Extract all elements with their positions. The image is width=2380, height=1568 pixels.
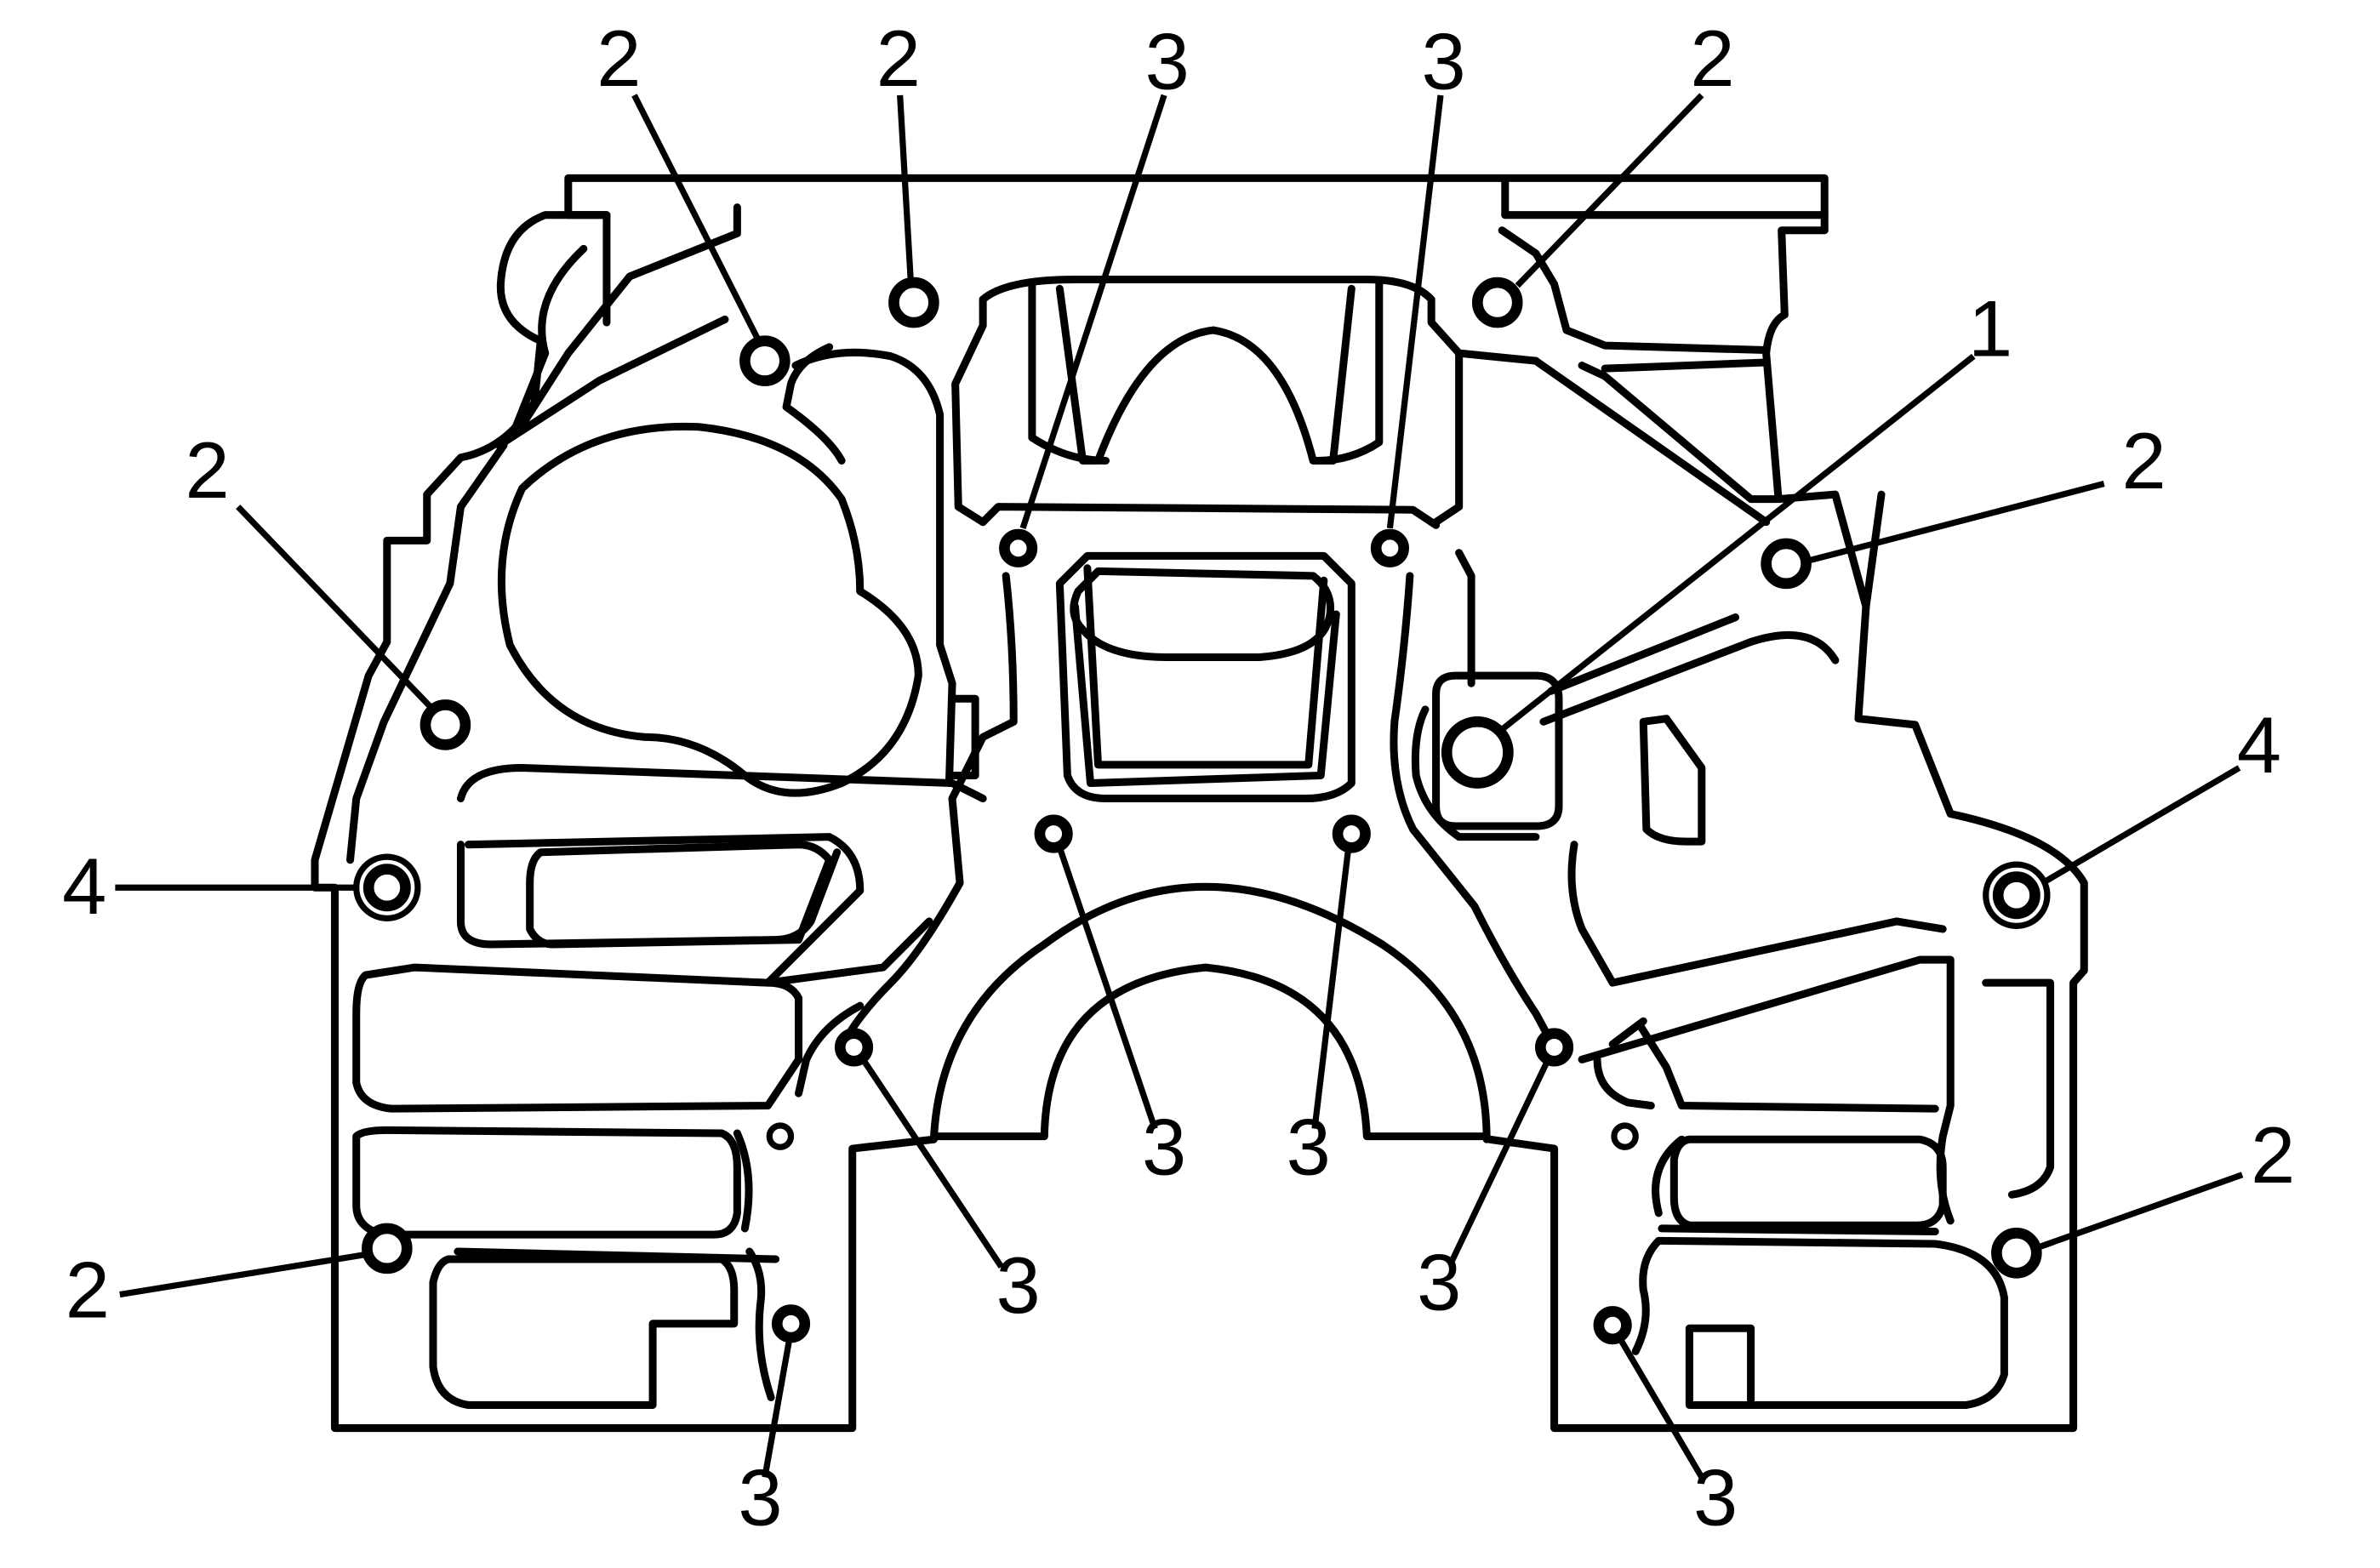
- leader-line: [1056, 847, 1158, 1130]
- dowel-hole-ring: [1983, 861, 2051, 929]
- bolt-hole: [739, 335, 790, 386]
- callout-2: 2: [185, 425, 230, 515]
- leader-line: [1019, 94, 1167, 530]
- leader-line: [2040, 765, 2241, 886]
- leader-line: [1448, 1058, 1551, 1264]
- callout-3: 3: [738, 1452, 782, 1542]
- leader-line: [860, 1058, 1004, 1269]
- leader-line: [897, 94, 914, 282]
- leader-line: [1618, 1337, 1704, 1480]
- callout-3: 3: [1422, 17, 1466, 106]
- leader-line: [1808, 481, 2105, 564]
- engine-block-outline: [311, 174, 2088, 1433]
- callout-3: 3: [996, 1240, 1041, 1330]
- callout-1: 1: [1968, 284, 2012, 373]
- callout-4: 4: [2237, 700, 2281, 790]
- bolt-hole: [1593, 1306, 1632, 1345]
- leader-line: [631, 94, 762, 343]
- callout-3: 3: [1417, 1238, 1461, 1327]
- bolt-hole: [766, 1122, 795, 1150]
- bolt-hole: [1034, 814, 1073, 853]
- bolt-hole: [1370, 528, 1409, 567]
- leader-line: [1499, 353, 1976, 733]
- leader-lines: [115, 93, 2244, 1480]
- callout-labels: 2 2 3 3 2 1 2 2 4 4 2 2 3 3 3 3 3 3: [62, 14, 2295, 1542]
- leader-line: [1386, 94, 1444, 529]
- bolt-hole: [1991, 1228, 2042, 1279]
- dowel-hole: [1992, 871, 2040, 920]
- plug: [1441, 716, 1514, 789]
- bolt-hole: [999, 528, 1038, 567]
- callout-3: 3: [1142, 1103, 1186, 1192]
- leader-line: [1311, 847, 1352, 1130]
- bolt-hole: [771, 1304, 811, 1343]
- bolt-hole: [362, 1223, 413, 1274]
- bolt-hole: [1332, 814, 1371, 853]
- leader-line: [2038, 1172, 2244, 1250]
- bolt-hole: [1471, 277, 1523, 328]
- callout-2: 2: [596, 14, 641, 103]
- bolt-hole: [1611, 1122, 1639, 1150]
- callout-2: 2: [2122, 416, 2166, 505]
- leader-line: [1515, 93, 1704, 288]
- bolt-holes: [353, 277, 2051, 1345]
- callout-2: 2: [876, 14, 921, 103]
- leader-line: [762, 1338, 793, 1478]
- bolt-hole: [834, 1028, 874, 1067]
- callout-3: 3: [1693, 1452, 1738, 1542]
- dowel-hole: [362, 864, 411, 912]
- leader-line: [236, 505, 432, 709]
- callout-4: 4: [62, 841, 106, 931]
- leader-line: [119, 1252, 367, 1298]
- bolt-hole: [1534, 1028, 1574, 1067]
- bolt-hole: [888, 277, 939, 328]
- callout-2: 2: [1690, 14, 1734, 103]
- bolt-hole: [419, 699, 471, 750]
- callout-2: 2: [66, 1246, 110, 1335]
- callout-3: 3: [1287, 1103, 1331, 1192]
- callout-3: 3: [1145, 17, 1190, 106]
- bolt-hole: [1761, 538, 1812, 590]
- callout-2: 2: [2251, 1110, 2295, 1200]
